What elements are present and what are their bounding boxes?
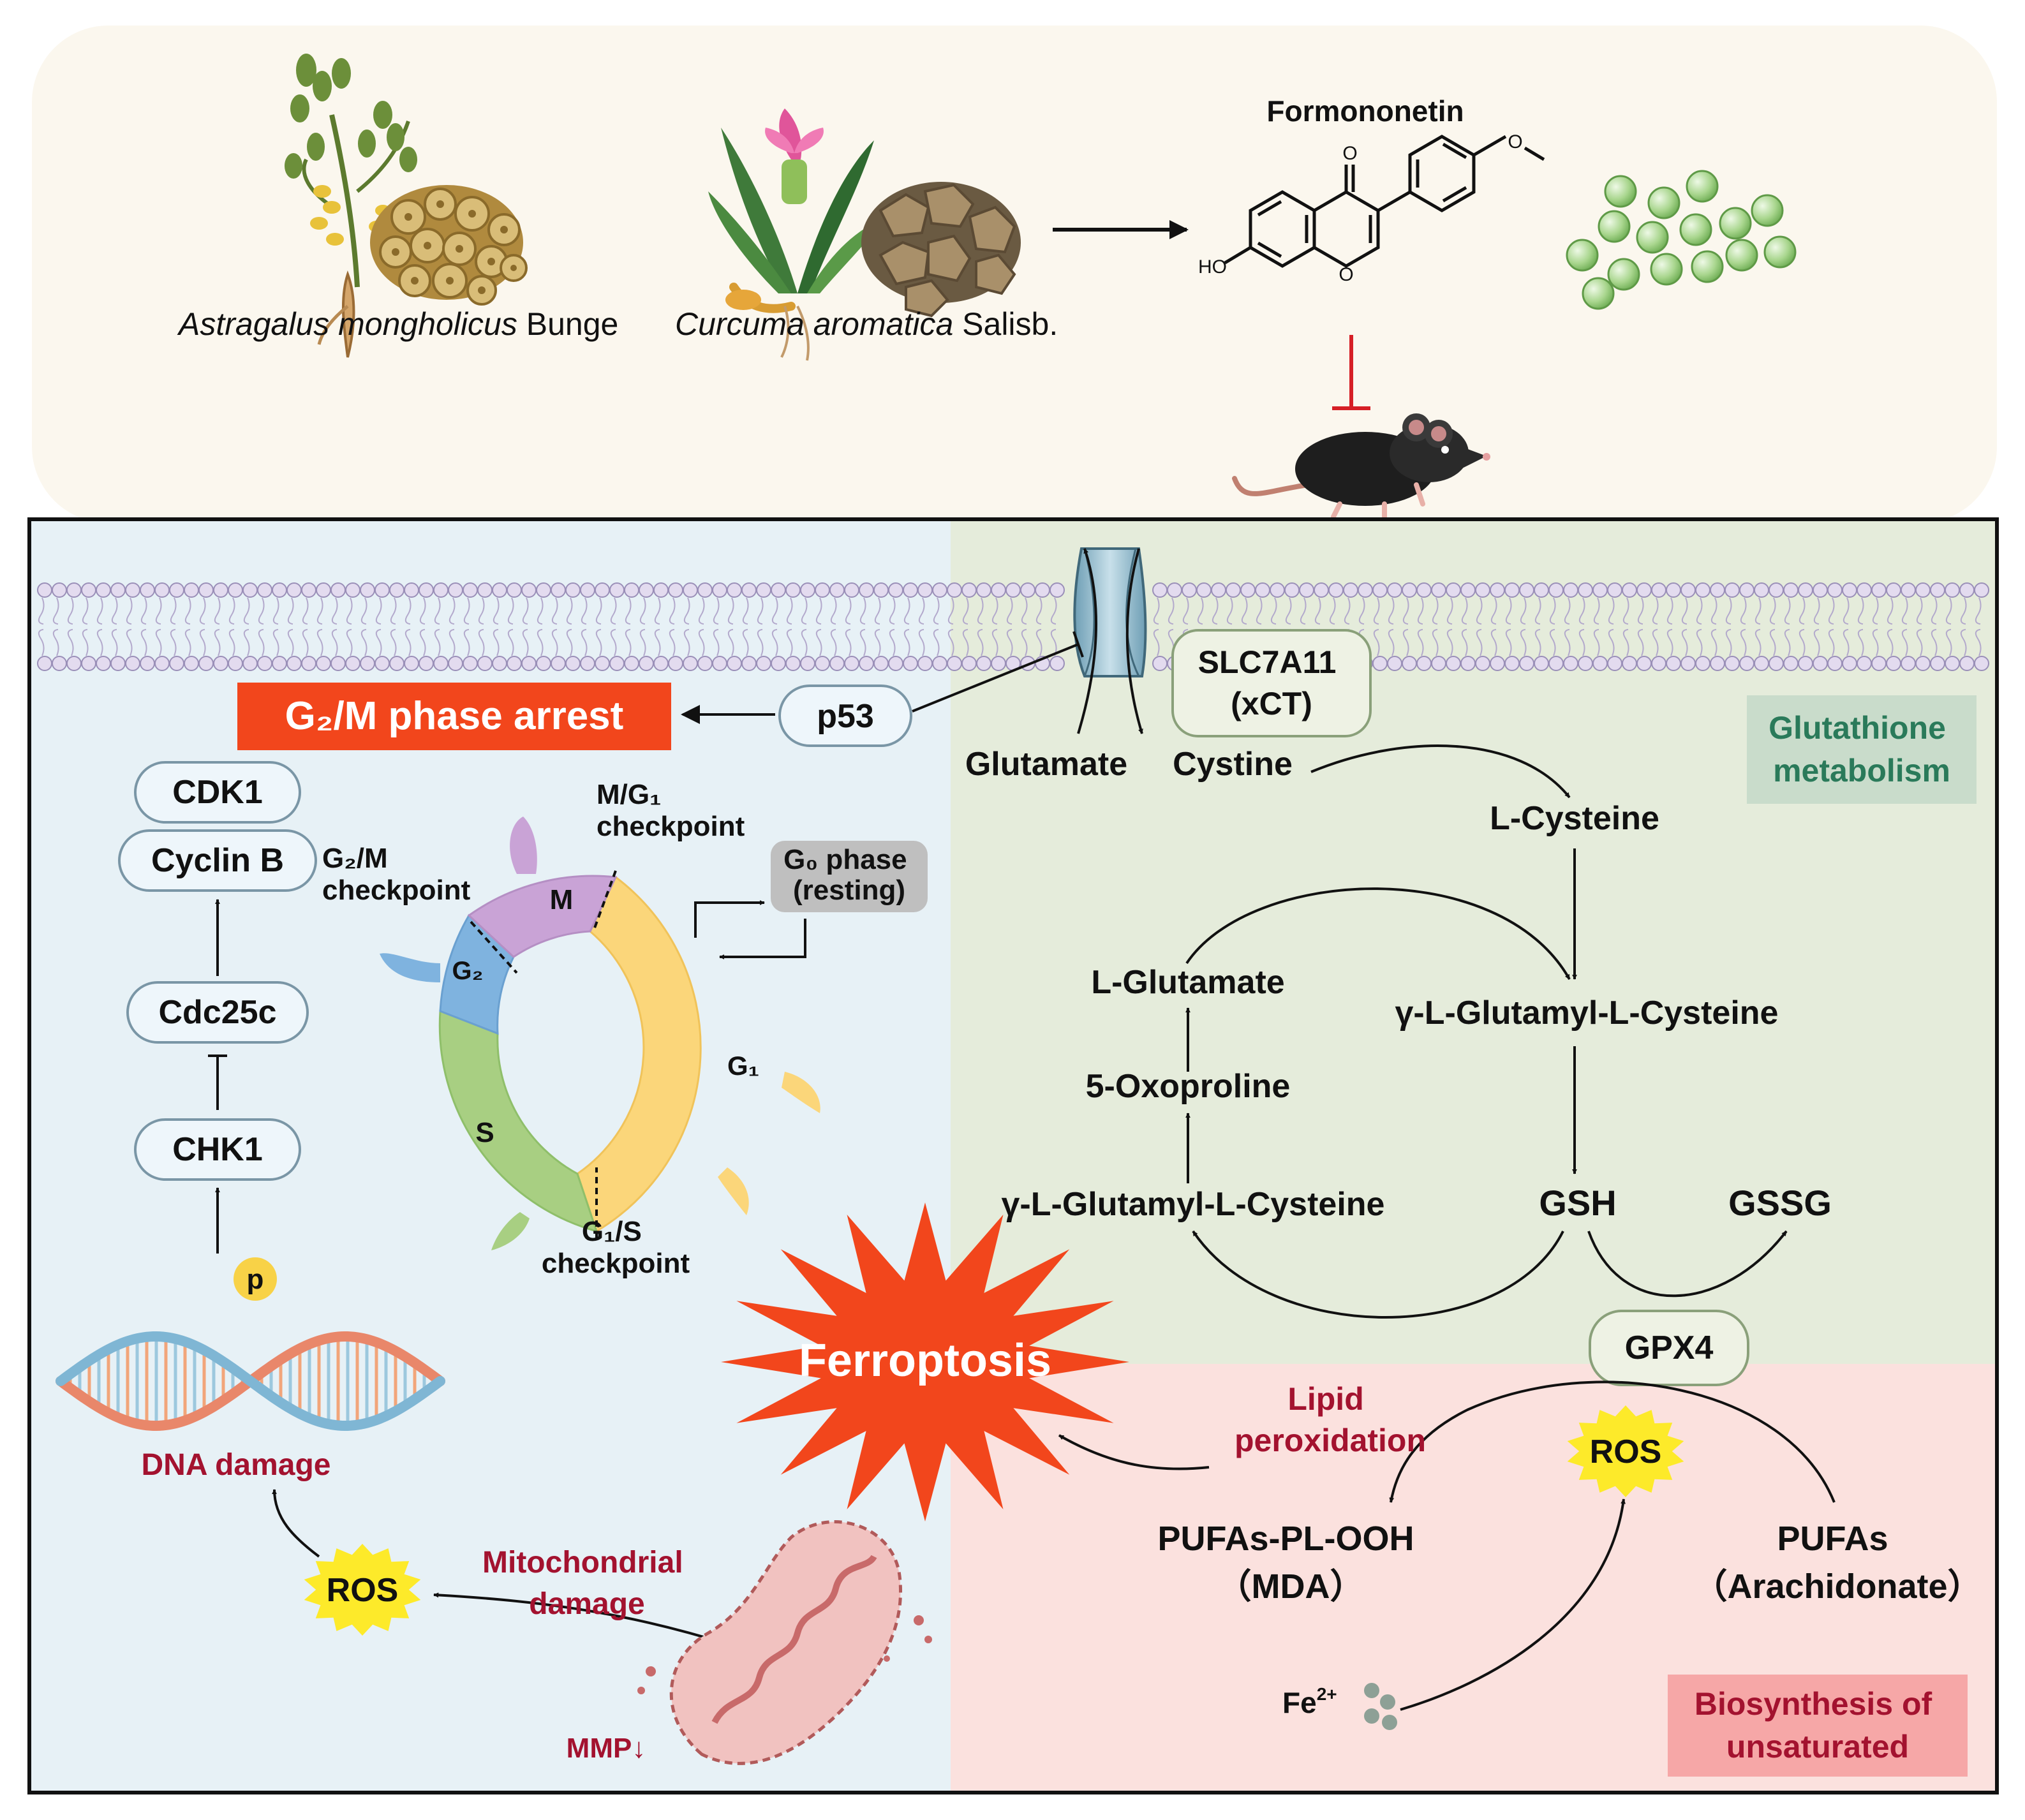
g2m-arrest-label: G₂/M phase arrest <box>285 694 624 738</box>
phase-m-label: M <box>550 884 574 915</box>
p53-label: p53 <box>817 698 874 735</box>
g0-phase-label: G₀ phase (resting) <box>783 844 915 906</box>
mouse-illustration <box>1232 413 1490 519</box>
l-cysteine-label: L-Cysteine <box>1490 800 1659 837</box>
mg1-checkpoint-label: M/G₁ checkpoint <box>597 779 745 842</box>
mmp-label: MMP↓ <box>567 1733 646 1764</box>
gsh-to-gssg-arrow <box>1587 1230 1788 1298</box>
species-label-astragalus: Astragalus mongholicus Bunge <box>177 306 618 342</box>
species-label-curcuma: Curcuma aromatica Salisb. <box>675 306 1058 342</box>
g0-to-g1-arrow <box>719 919 806 959</box>
cell-membrane <box>37 582 1989 671</box>
g2m-checkpoint-label: G₂/M checkpoint <box>322 843 471 906</box>
ros-right-label: ROS <box>1590 1433 1662 1470</box>
compound-name: Formononetin <box>1266 94 1464 128</box>
molecule-carbonyl-o: O <box>1342 143 1357 164</box>
cdc25c-label: Cdc25c <box>159 994 277 1031</box>
glutamate-label: Glutamate <box>965 746 1127 783</box>
glutathione-metabolism-tag: Glutathione metabolism <box>1747 695 1977 804</box>
molecule-hydroxyl: HO <box>1198 256 1227 277</box>
mito-damage-label: Mitochondrial damage <box>482 1546 692 1621</box>
gssg-label: GSSG <box>1728 1183 1832 1223</box>
mitochondrion-illustration <box>637 1520 932 1765</box>
glutathione-metabolism-label: Glutathione metabolism <box>1769 710 1955 788</box>
cdc25c-node: Cdc25c <box>126 981 309 1044</box>
molecule-methoxy-o: O <box>1508 131 1522 152</box>
cystine-to-cysteine-arrow <box>1310 744 1571 799</box>
cyclin-b-label: Cyclin B <box>151 842 284 879</box>
gsh-label: GSH <box>1539 1183 1616 1223</box>
ros-starburst-right <box>1567 1405 1684 1497</box>
oxoproline-label: 5-Oxoproline <box>1086 1068 1291 1105</box>
phase-g2-label: G₂ <box>452 957 484 985</box>
molecule-ring-o: O <box>1339 264 1353 285</box>
slc7a11-node: SLC7A11 (xCT) <box>1171 629 1372 737</box>
pufa-ooh-label: PUFAs-PL-OOH （MDA） <box>1157 1520 1423 1606</box>
chk1-label: CHK1 <box>172 1131 263 1168</box>
lipid-to-ferroptosis-arrow <box>1058 1434 1210 1470</box>
biosynthesis-tag: Biosynthesis of unsaturated <box>1668 1675 1968 1777</box>
cdk1-label: CDK1 <box>172 774 263 811</box>
ferroptosis-label: Ferroptosis <box>799 1335 1051 1386</box>
g1s-checkpoint-label: G₁/S checkpoint <box>542 1216 690 1279</box>
phospho-badge: p <box>234 1257 277 1301</box>
ros-left-label: ROS <box>327 1572 399 1609</box>
gpx4-node: GPX4 <box>1589 1310 1749 1386</box>
glutamate-to-glucys-arrow <box>1185 887 1571 980</box>
g2m-arrest-banner <box>237 683 671 750</box>
p53-inhibits-channel <box>912 631 1084 713</box>
ferroptosis-starburst <box>721 1202 1129 1521</box>
pufa-to-pufaooh-arrow <box>1389 1380 1836 1503</box>
glu-cys-right-label: γ-L-Glutamyl-L-Cysteine <box>1395 995 1779 1032</box>
fe-to-ros-arrow <box>1400 1498 1626 1711</box>
phase-s-label: S <box>475 1117 494 1148</box>
phospho-label: p <box>247 1264 264 1295</box>
glutamate-export-arrow <box>1077 548 1098 734</box>
curcuma-slices-illustration <box>861 182 1021 318</box>
bottom-panel-border <box>27 517 1999 1794</box>
iron-particles <box>1364 1683 1397 1730</box>
slc7a11-label: SLC7A11 (xCT) <box>1198 644 1346 721</box>
cell-cycle-ring <box>380 817 820 1250</box>
inhibition-symbol <box>1332 335 1370 410</box>
dna-helix-illustration <box>56 1331 445 1431</box>
lipid-peroxidation-label: Lipid peroxidation <box>1235 1381 1426 1458</box>
pufa-label: PUFAs （Arachidonate） <box>1693 1520 1982 1606</box>
ros-starburst-left <box>304 1544 421 1636</box>
cyclin-b-node: Cyclin B <box>118 829 317 892</box>
s-phase-arc <box>438 1009 598 1233</box>
chk1-inhibits-cdc25c <box>208 1054 227 1110</box>
ros-to-dna-arrow <box>272 1489 320 1558</box>
g1-to-g0-arrow <box>694 900 765 938</box>
gpx4-label: GPX4 <box>1625 1329 1714 1366</box>
fe-label: Fe2+ <box>1282 1684 1337 1719</box>
glu-cys-left-label: γ-L-Glutamyl-L-Cysteine <box>1002 1186 1385 1223</box>
cystine-import-arrow <box>1125 548 1143 734</box>
p53-node: p53 <box>778 684 912 747</box>
biosynthesis-label: Biosynthesis of unsaturated <box>1695 1686 1941 1765</box>
pills-illustration <box>1566 170 1797 310</box>
gsh-to-glucys-left-arrow <box>1192 1230 1564 1319</box>
astragalus-plant-illustration <box>285 54 417 358</box>
chk1-node: CHK1 <box>134 1118 301 1181</box>
l-glutamate-label: L-Glutamate <box>1091 964 1284 1001</box>
g0-phase-box: G₀ phase (resting) <box>771 841 928 912</box>
phase-g1-label: G₁ <box>727 1051 759 1081</box>
cystine-label: Cystine <box>1173 746 1293 783</box>
m-phase-arc <box>467 875 618 958</box>
astragalus-slices-illustration <box>370 185 528 306</box>
cdk1-node: CDK1 <box>134 761 301 824</box>
g1-phase-arc <box>576 875 702 1233</box>
dna-damage-label: DNA damage <box>142 1448 331 1482</box>
formononetin-structure <box>1224 135 1545 268</box>
